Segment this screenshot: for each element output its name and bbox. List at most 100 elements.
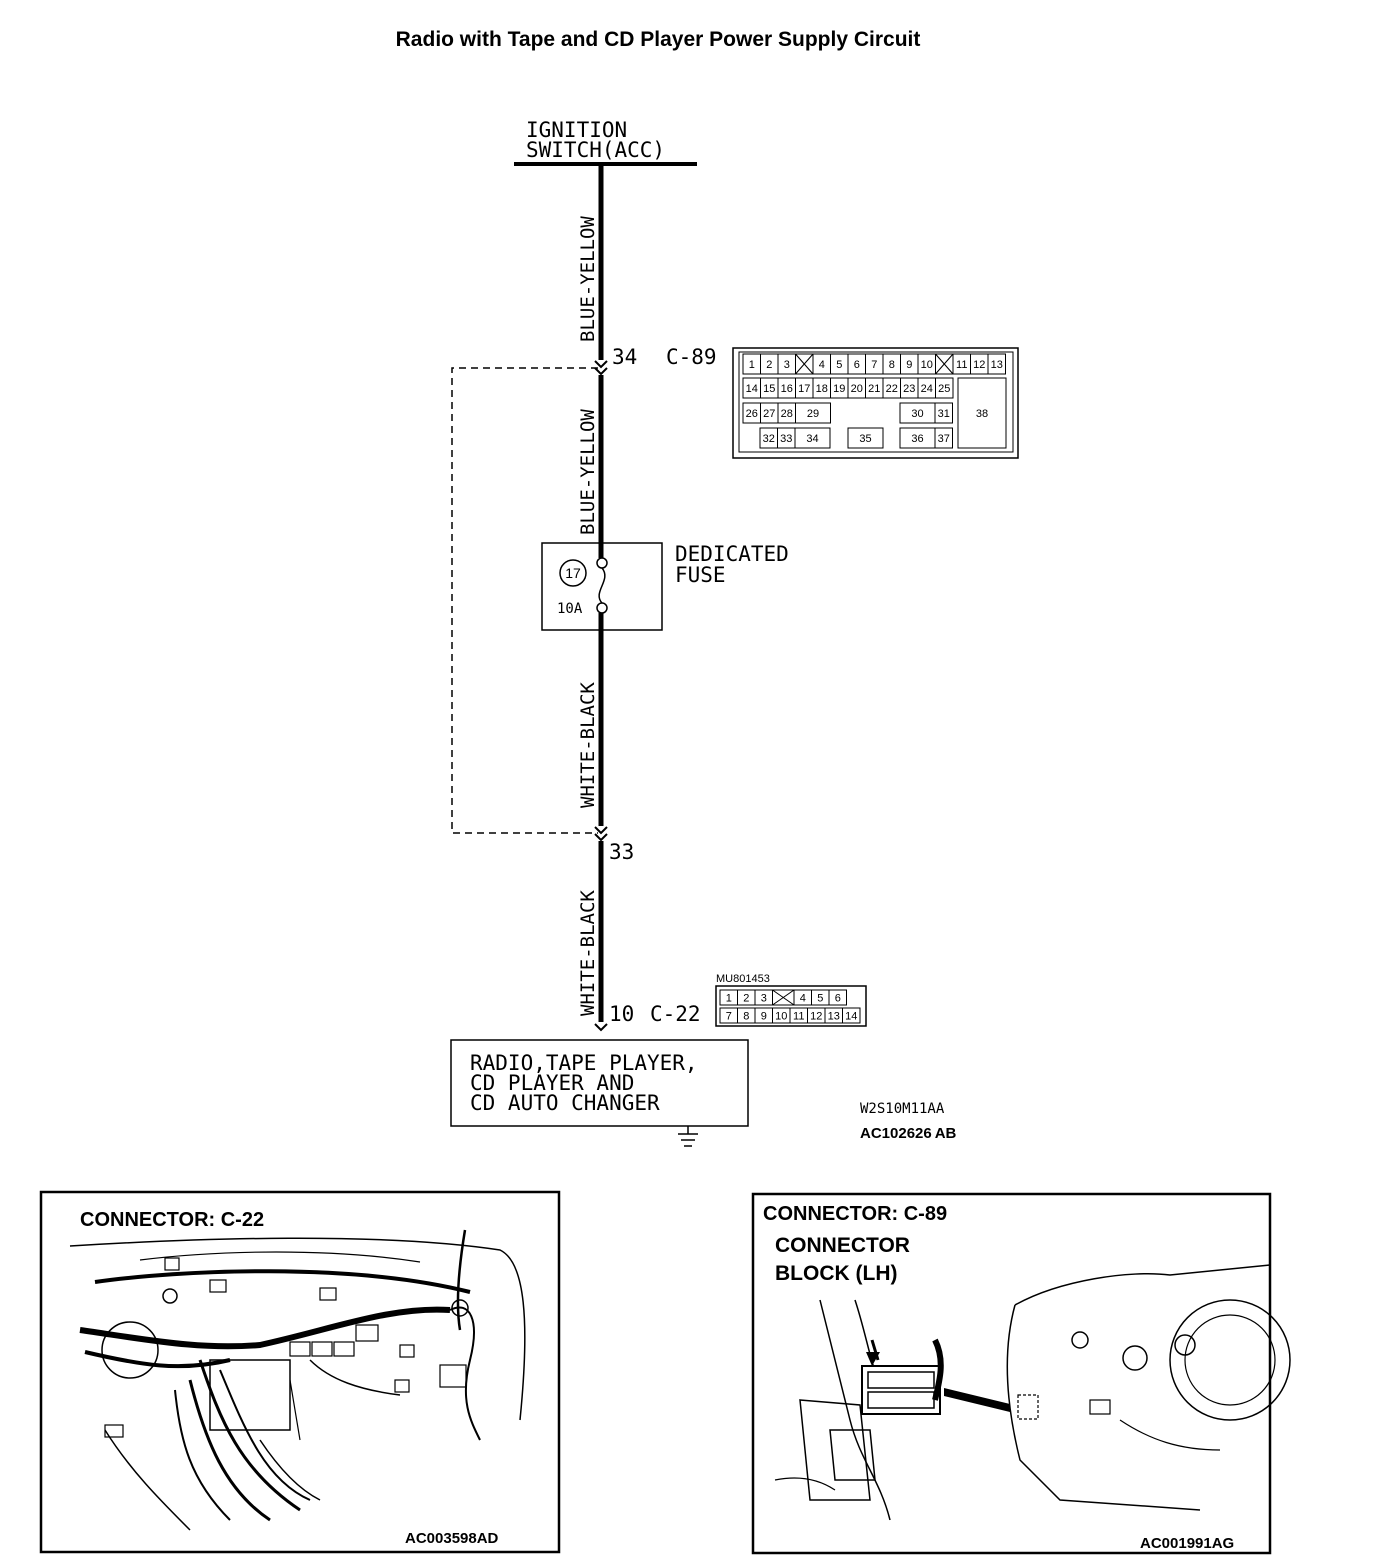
connector-pin-cell [828, 989, 847, 1006]
panel-c22-code: AC003598AD [405, 1530, 499, 1547]
dashboard-harness-illustration [69, 1229, 526, 1531]
connector-pin-number: 32 [763, 433, 775, 445]
ignition-switch-label-line2: SWITCH(ACC) [526, 138, 665, 162]
connector-pin-number: 11 [793, 1011, 804, 1023]
panel-connector-c89: CONNECTOR: C-89 CONNECTOR BLOCK (LH) [751, 1192, 1291, 1555]
connector-pin-number: 12 [973, 359, 985, 371]
connector-block-outline [451, 367, 598, 834]
fuse-number-circle [559, 559, 587, 587]
panel-c89-subtitle-line2: BLOCK (LH) [775, 1262, 897, 1285]
connector-pin-number: 8 [889, 359, 895, 371]
connector-pin-number: 4 [800, 993, 806, 1005]
ignition-switch: IGNITION SWITCH(ACC) [514, 118, 697, 166]
connector-pin-number: 9 [761, 1011, 767, 1023]
radio-label-line2: CD PLAYER AND [470, 1071, 634, 1095]
connector-pin-number: 18 [816, 383, 828, 395]
ground-symbol [678, 1126, 698, 1147]
connector-pin-number: 5 [836, 359, 842, 371]
radio-label-line1: RADIO,TAPE PLAYER, [470, 1051, 698, 1075]
connector-pin-number: 15 [763, 383, 775, 395]
connector-pin-number: 31 [938, 408, 950, 420]
connector-pin-number: 7 [871, 359, 877, 371]
connector-pin-number: 6 [854, 359, 860, 371]
connector-pin-number: 33 [780, 433, 792, 445]
ignition-switch-label-line1: IGNITION [526, 118, 627, 142]
diagram-code: W2S10M11AA [860, 1101, 945, 1117]
connector-pin-number: 37 [938, 433, 950, 445]
pin-33-label: 33 [609, 840, 634, 864]
connector-pin-cell [934, 427, 953, 449]
connector-pin-number: 22 [886, 383, 898, 395]
wire-label-white-black-upper: WHITE-BLACK [577, 682, 599, 808]
panel-c89-title: CONNECTOR: C-89 [763, 1203, 947, 1225]
connector-pin-number: 4 [819, 359, 825, 371]
connector-pin-number: 10 [775, 1011, 787, 1023]
connector-pin-cell [794, 427, 831, 449]
connector-pin-cell [842, 1007, 861, 1024]
page-title: Radio with Tape and CD Player Power Supp… [395, 28, 921, 51]
c22-pin-label: 10 [609, 1002, 634, 1026]
connector-pin-number: 30 [911, 408, 923, 420]
connector-pin-number: 7 [726, 1011, 732, 1023]
connector-pin-cell [957, 377, 1007, 449]
fuse-label-line1: DEDICATED [675, 542, 789, 566]
fuse-element [598, 567, 606, 604]
panel-c89-subtitle-line1: CONNECTOR [775, 1234, 910, 1257]
c22-part-number: MU801453 [716, 973, 770, 985]
connector-pin-number: 2 [743, 993, 749, 1005]
connector-pin-number: 14 [746, 383, 758, 395]
connector-pin-number: 5 [817, 993, 823, 1005]
connector-pin-number: 19 [833, 383, 845, 395]
connector-pin-number: 9 [906, 359, 912, 371]
connector-pin-number: 11 [956, 359, 967, 371]
connector-pin-cell [795, 402, 831, 424]
connector-pin-number: 17 [798, 383, 810, 395]
blank-pin-mark [935, 353, 954, 375]
connector-pin-number: 21 [868, 383, 880, 395]
connector-pin-number: 13 [828, 1011, 840, 1023]
connector-pin-number: 1 [726, 993, 732, 1005]
blank-pin-mark [795, 353, 814, 375]
panel-c22-title: CONNECTOR: C-22 [80, 1209, 264, 1231]
connector-pin-number: 12 [810, 1011, 822, 1023]
blank-pin-mark [772, 989, 795, 1006]
connector-block-illustration [774, 1264, 1291, 1521]
connector-pin-number: 26 [746, 408, 758, 420]
connector-pin-number: 28 [781, 408, 793, 420]
connector-pin-number: 34 [806, 433, 818, 445]
connector-pin-number: 27 [763, 408, 775, 420]
wire-label-white-black-lower: WHITE-BLACK [577, 890, 599, 1016]
fuse-rating: 10A [557, 601, 583, 617]
connector-pin-number: 29 [807, 408, 819, 420]
connector-pin-number: 38 [976, 408, 988, 420]
dedicated-fuse: 17 10A [541, 542, 663, 631]
c89-name-label: C-89 [666, 345, 717, 369]
wire-label-blue-yellow-lower: BLUE-YELLOW [577, 409, 599, 535]
connector-pin-cell [847, 427, 884, 449]
connector-pin-number: 36 [911, 433, 923, 445]
connector-pin-number: 35 [859, 433, 871, 445]
connector-pin-number: 3 [784, 359, 790, 371]
connector-pin-cell [934, 402, 953, 424]
c89-pin-label: 34 [612, 345, 637, 369]
connector-pin-number: 3 [761, 993, 767, 1005]
connector-pin-number: 24 [921, 383, 933, 395]
radio-label-line3: CD AUTO CHANGER [470, 1091, 660, 1115]
connector-pin-cell [987, 353, 1006, 375]
radio-unit: RADIO,TAPE PLAYER, CD PLAYER AND CD AUTO… [450, 1039, 749, 1127]
connector-pin-number: 1 [749, 359, 755, 371]
fuse-label-line2: FUSE [675, 563, 726, 587]
connector-pin-number: 2 [766, 359, 772, 371]
connector-pin-number: 16 [781, 383, 793, 395]
c22-name-label: C-22 [650, 1002, 701, 1026]
connector-pin-number: 13 [991, 359, 1003, 371]
connector-pin-number: 6 [835, 993, 841, 1005]
connector-pin-number: 20 [851, 383, 863, 395]
wire-label-blue-yellow-upper: BLUE-YELLOW [577, 216, 599, 342]
connector-pin-cell [935, 377, 954, 399]
main-wire [594, 164, 608, 1032]
